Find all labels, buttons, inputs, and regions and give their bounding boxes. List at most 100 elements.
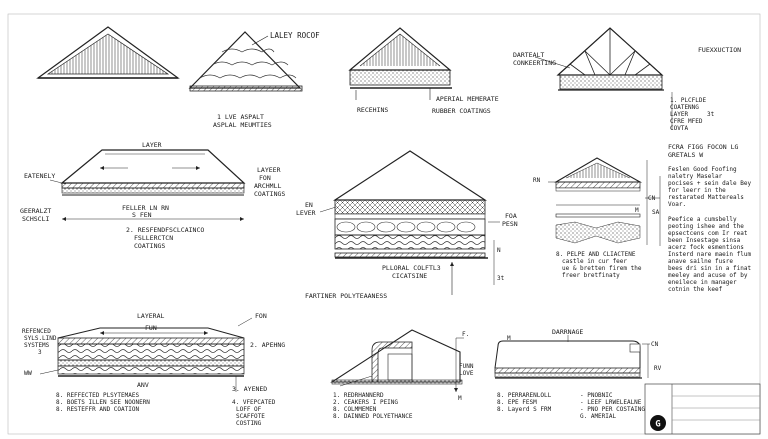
layer-panel-mid-2: S FEN	[132, 211, 152, 219]
rubber-right-bottom: RUBBER COATINGS	[432, 107, 491, 115]
right-p2-4: been Insestage sinsa	[668, 237, 741, 244]
right-p2-3: epsectcens com Ir reat	[668, 230, 748, 237]
layer-panel-drawing	[49, 149, 246, 221]
right-vent-diagram	[548, 157, 661, 246]
layer-panel-right-3: ARCHMLL	[254, 182, 281, 190]
layered-right-b: 3. AYENED	[232, 385, 267, 393]
layered-right-a: 2. APEHNG	[250, 341, 285, 349]
layered-anv: ANV	[137, 381, 149, 389]
cutaway-list-3: 8. COLMMEMEN	[333, 406, 377, 413]
layer-panel-mid-1: FELLER LN RN	[122, 204, 169, 212]
drainage-list2-2: - LEEF LRWELEALNE	[580, 399, 642, 406]
right-p2-11: cotnin the keef	[668, 286, 723, 293]
right-heading-1: FCRA FIGG FOCON LG	[668, 143, 739, 151]
drainage-rv: RV	[654, 365, 662, 372]
drainage-title: DARRNAGE	[552, 328, 583, 336]
layered-right-c-3: SCAFFOTE	[236, 413, 265, 420]
truss-roof	[534, 27, 673, 130]
layered-left-4: 3	[38, 349, 42, 356]
center-caption-1: PLLORAL COLFTL3	[382, 264, 441, 272]
right-p1-3: pocises + sein dale Bey	[668, 180, 751, 187]
center-right-2: PESN	[502, 220, 518, 228]
right-p2-8: bees dri sin in a finat	[668, 265, 751, 272]
drainage-roof	[494, 335, 650, 379]
sheet-border	[7, 13, 761, 435]
truss-note-3: LAYER	[670, 111, 688, 118]
lalty-roof-caption-1: 1 LVE ASPALT	[217, 113, 264, 121]
cutaway-roof	[330, 329, 464, 392]
right-p1-2: naletry Maselar	[668, 173, 723, 180]
truss-title: FUEXXUCTION	[698, 46, 741, 54]
layered-top-right: FON	[255, 312, 267, 320]
center-bottom-label: FARTINER POLYTEAANESS	[305, 292, 387, 300]
right-p2-10: eneilece in manager	[668, 279, 737, 286]
right-p2-9: meeley and acuse of by	[668, 272, 748, 279]
center-left-2: LEVER	[296, 209, 316, 217]
simple-gable-roof	[36, 26, 180, 79]
rubber-coating-roof	[348, 27, 452, 100]
right-p1-1: Feslen Good Foofing	[668, 166, 737, 173]
layered-left-1: REFENCED	[22, 328, 51, 335]
center-dim-r: N	[497, 247, 501, 254]
lalty-roof-caption-2: ASPLAL MEUMTIES	[213, 121, 272, 129]
right-diagram-sa: SA	[652, 209, 660, 216]
cutaway-m: M	[458, 395, 462, 402]
drainage-list2-3: - PNO PER COSTAING	[580, 406, 645, 413]
right-heading-2: GRETALS W	[668, 151, 703, 159]
truss-note-2: COATENNG	[670, 104, 699, 111]
logo-letter: G	[655, 420, 660, 430]
right-diagram-caption-3: ue & bretten firem the	[562, 265, 642, 272]
layered-fun: FUN	[145, 324, 157, 332]
layer-panel-right-1: LAYEER	[257, 166, 281, 174]
right-p2-7: anave sailne fusre	[668, 258, 733, 265]
layer-panel-right-4: COATINGS	[254, 190, 285, 198]
rubber-left-label: RECEHINS	[357, 106, 388, 114]
rubber-right-top: APERIAL MEMERATE	[436, 95, 499, 103]
layer-panel-left-bottom-1: GEERALZT	[20, 207, 51, 215]
cutaway-f: F.	[462, 331, 469, 338]
shingle-roof-drawing	[188, 31, 303, 92]
layer-panel-caption-3: COATINGS	[134, 242, 165, 250]
right-p2-5: acerz fock esmentions	[668, 244, 744, 251]
center-dim-r2: 3t	[497, 275, 505, 282]
right-diagram-cn: CN	[648, 195, 656, 202]
layered-list-1: 8. REFFECTED PLSYTEMAES	[56, 392, 139, 399]
drainage-m: M	[507, 335, 511, 342]
cutaway-list-4: 8. DAINNED POLYETHANCE	[333, 413, 413, 420]
truss-left-2: CONKEERTING	[513, 59, 556, 67]
truss-left-1: DARTEALT	[513, 51, 544, 59]
right-diagram-caption-1: 8. PELPE AND CLIACTENE	[556, 251, 636, 258]
drainage-list-3: 8. Layerd S FRM	[497, 406, 552, 413]
layer-panel-caption-2: FSLLERCTCN	[134, 234, 173, 242]
layered-list-3: 8. RESTEFFR AND COATION	[56, 406, 139, 413]
layered-ww: WW	[24, 369, 32, 377]
right-diagram-caption-2: castle in cur feer	[562, 258, 627, 265]
right-p2-6: Insterd nare maein flum	[668, 251, 751, 258]
center-section-roof	[319, 150, 500, 295]
layered-left-3: SYSTEMS	[24, 342, 50, 349]
right-p2-1: Peefice a cumsbelly	[668, 216, 737, 223]
cutaway-list-2: 2. CEAKERS I PEING	[333, 399, 398, 406]
center-right-1: FOA	[505, 212, 517, 220]
layered-right-c-4: COSTING	[236, 420, 262, 427]
right-p1-6: Voar.	[668, 201, 686, 208]
right-diagram-rn: RN	[533, 177, 541, 184]
drainage-list2-4: G. AMERIAL	[580, 413, 617, 420]
drainage-cn: CN	[651, 341, 659, 348]
layer-panel-right-2: FON	[259, 174, 271, 182]
cutaway-fun-2: LOVE	[459, 370, 474, 377]
layer-panel-left-top: EATENELY	[24, 172, 55, 180]
layered-right-c-2: LOFF OF	[236, 406, 262, 413]
layer-panel-left-bottom-2: SCHSCLI	[22, 215, 49, 223]
cutaway-list-1: 1. REDRHANNERD	[333, 392, 384, 399]
layered-section	[39, 317, 253, 392]
drainage-list2-1: - PNOBNIC	[580, 392, 613, 399]
truss-dim: 3t	[707, 111, 715, 118]
cutaway-fun-1: FUNN	[459, 363, 474, 370]
layer-panel-caption-1: 2. RESFENDFSCLCAINCO	[126, 226, 204, 234]
layered-right-c-1: 4. VFEPCATED	[232, 399, 276, 406]
drainage-list-1: 8. PERRARENLOLL	[497, 392, 552, 399]
layer-panel-top: LAYER	[142, 141, 162, 149]
truss-note-4: CFRE MFED	[670, 118, 703, 125]
